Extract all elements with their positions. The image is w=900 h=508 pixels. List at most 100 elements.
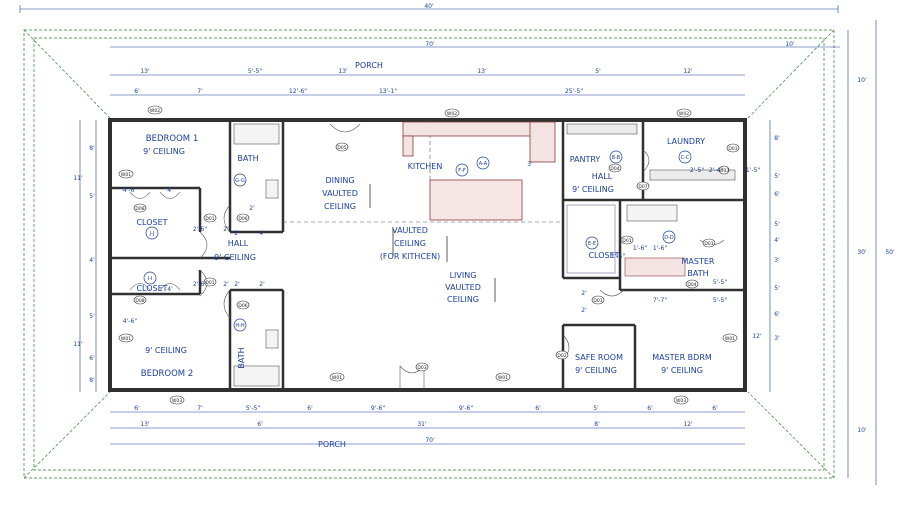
window-markers [118,105,738,405]
tag-d03-b: D03 [728,146,737,152]
dim-right-30: 30' [857,249,867,256]
room-closet-1: CLOSET [136,218,167,227]
room-laundry: LAUNDRY [667,137,705,146]
dim-left-6: 11' [73,341,83,348]
dim-bottom1-9: 6' [647,405,653,412]
dim-bottom2-2: 6' [257,421,263,428]
dim-small-18: 1'-6" [633,245,647,252]
section-i-i: I-I [148,276,153,282]
room-dining-vaulted: VAULTED [322,189,358,198]
dim-bottom1-10: 6' [712,405,718,412]
porch-top-label: PORCH [355,61,383,70]
dim-right-col-6: 3' [774,257,780,264]
room-bath-1: BATH [237,154,258,163]
dim-bottom1-5: 9'-6" [371,405,385,412]
tag-d01-e: D01 [593,298,602,304]
dim-left-3: 5' [89,193,95,200]
tag-d03-a: D03 [417,365,426,371]
dim-right-col-4: 5' [774,221,780,228]
tag-d08-a: D08 [135,206,144,212]
dim-top-4: 13' [477,68,487,75]
tag-d01-a: D01 [205,216,214,222]
dim-bottom1-7: 6' [535,405,541,412]
dim-top-3: 13' [338,68,348,75]
dim-small-23: 2' [581,290,587,297]
dim-left-8: 8' [89,377,95,384]
section-j-j: J-J [149,231,155,237]
dim-small-14: 3' [527,161,533,168]
room-living-ceiling: CEILING [447,295,479,304]
section-f-f: F-F [458,168,466,174]
dim-right-total: 50' [885,249,895,256]
room-dining-ceiling: CEILING [324,202,356,211]
room-bedroom-1: BEDROOM 1 [146,134,198,144]
center-vaulted: VAULTED [392,226,428,235]
exterior-walls [108,118,747,392]
dim-right-10-bottom: 10' [857,427,867,434]
dim-bottom1-4: 6' [307,405,313,412]
tag-w01-e: W01 [725,336,735,342]
tag-w01-b: W01 [121,336,131,342]
roof-outline [23,29,835,479]
section-d-d: D-D [664,235,674,241]
dim-small-7: 2' [249,205,255,212]
section-c-c: C-C [681,155,690,161]
dim-top-6: 12' [683,68,693,75]
bottom-dimension-lines [110,411,745,445]
tag-w03-c: W03 [719,168,729,174]
room-master-bath-1: MASTER [682,257,715,266]
dim-left-5: 5' [89,313,95,320]
dim-small-13: 2' [259,281,265,288]
room-safe-room-ceiling: 9' CEILING [575,366,617,375]
center-ceiling: CEILING [394,239,426,248]
tag-w01-d: W01 [498,375,508,381]
dim-right-col-1: 8' [774,135,780,142]
dim-overall-width: 40' [424,3,434,10]
dim-right-col-7: 5' [774,285,780,292]
dim-right-col-10: 12' [752,333,762,340]
tag-w02-c: W02 [679,111,689,117]
room-bedroom-2: BEDROOM 2 [141,369,193,379]
room-living-vaulted: VAULTED [445,283,481,292]
dim-bottom2-4: 8' [594,421,600,428]
room-hall-2: HALL [592,172,613,181]
tag-w01-a: W01 [121,172,131,178]
section-markers [143,150,692,332]
dim-left-2: 11' [73,175,83,182]
room-hall-2-ceiling: 9' CEILING [572,185,614,194]
tag-d06-b: D06 [238,303,247,309]
room-hall-1: HALL [228,239,249,248]
tag-d04-b: D04 [687,282,696,288]
dim-second-2: 7' [197,88,203,95]
dim-small-1: 4'-6" [123,187,137,194]
dim-bottom1-1: 6' [134,405,140,412]
dim-bottom1-6: 9'-6" [459,405,473,412]
section-g-g: G-G [235,178,245,184]
section-a-a: A-A [479,161,488,167]
bath-fixtures [233,123,686,387]
tag-d01-c: D01 [622,238,631,244]
dim-second-5: 25'-5" [565,88,583,95]
pantry-shelving [566,123,736,181]
section-b-b: B-B [612,155,621,161]
room-master-bath-2: BATH [687,269,708,278]
room-hall-1-ceiling: 9' CEILING [214,253,256,262]
dim-left-4: 4' [89,257,95,264]
center-for-kitchen: (FOR KITHCEN) [380,252,440,261]
dim-right-10-top: 10' [857,77,867,84]
dim-small-25: 5'-5" [713,279,727,286]
dim-right-col-5: 4' [774,237,780,244]
dim-right-col-3: 6' [774,191,780,198]
dim-top-1: 13' [140,68,150,75]
dim-bottom1-2: 7' [197,405,203,412]
dim-left-1: 8' [89,145,95,152]
dim-small-16: 2'-4" [709,167,723,174]
tag-d08-b: D08 [135,298,144,304]
room-bath-2: BATH [237,347,246,368]
dim-small-24: 2' [581,307,587,314]
room-kitchen: KITCHEN [408,162,443,171]
dim-small-3: 2'-6" [193,226,207,233]
dim-small-9: 4' [167,286,173,293]
room-pantry: PANTRY [570,155,601,164]
